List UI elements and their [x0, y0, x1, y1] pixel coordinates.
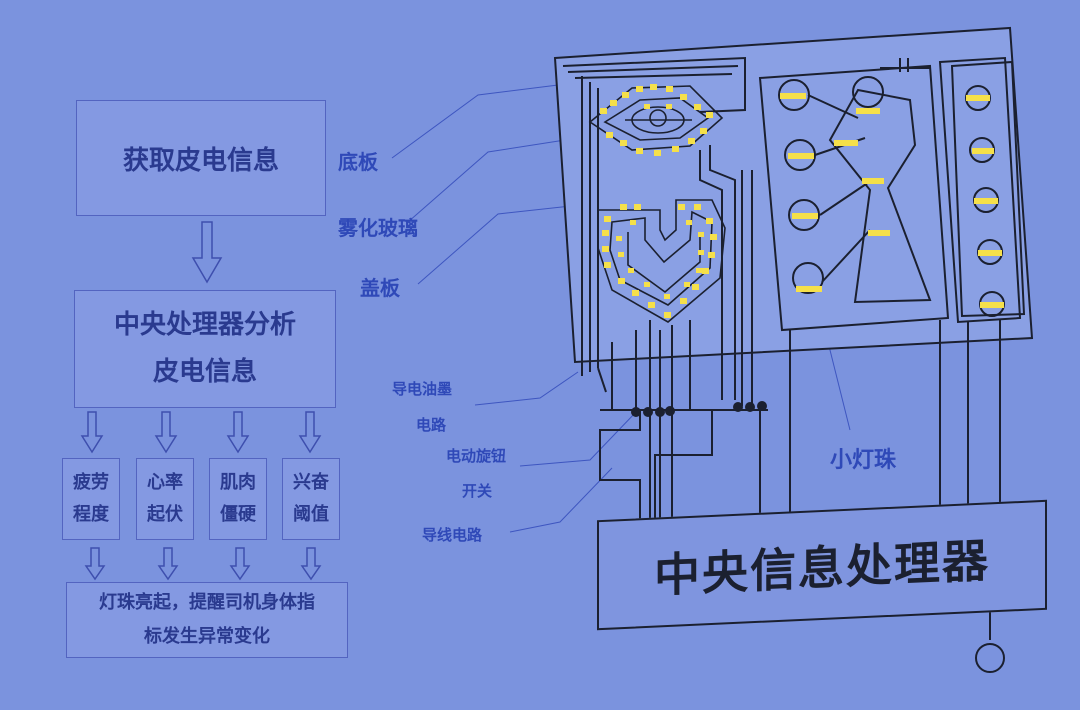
- indicator-fatigue-line1: 疲劳: [73, 471, 109, 493]
- arrow-step1-step2: [191, 221, 223, 284]
- indicator-excitement: 兴奋 阈值: [282, 458, 340, 540]
- device-panel: [553, 26, 1034, 673]
- label-base-plate: 底板: [338, 150, 378, 174]
- flow-step-analyze-line2: 皮电信息: [152, 357, 257, 387]
- indicator-muscle: 肌肉 僵硬: [209, 458, 267, 540]
- arrow-to-result-4: [300, 547, 322, 581]
- label-rotary-knob: 电动旋钮: [446, 447, 507, 465]
- label-circuit: 电路: [416, 416, 447, 434]
- leader-lines: [391, 84, 851, 533]
- label-frosted-glass: 雾化玻璃: [338, 216, 418, 240]
- label-conductive-ink: 导电油墨: [392, 380, 453, 398]
- panel-outline: [553, 26, 1034, 364]
- label-cover-plate: 盖板: [360, 276, 400, 300]
- label-small-bead: 小灯珠: [830, 448, 897, 473]
- switch-dots: [631, 401, 767, 417]
- indicator-heart-rate: 心率 起伏: [136, 458, 194, 540]
- indicator-excitement-line1: 兴奋: [293, 471, 329, 493]
- flow-arrows: [80, 221, 322, 581]
- indicator-fatigue: 疲劳 程度: [62, 458, 120, 540]
- indicator-heart-rate-line2: 起伏: [147, 504, 183, 525]
- indicator-muscle-line1: 肌肉: [220, 471, 256, 493]
- flow-step-analyze-line1: 中央处理器分析: [113, 310, 296, 341]
- flow-step-analyze: 中央处理器分析 皮电信息: [74, 290, 336, 408]
- indicator-fatigue-line2: 程度: [73, 504, 109, 525]
- flow-result: 灯珠亮起，提醒司机身体指 标发生异常变化: [66, 582, 348, 658]
- arrow-to-indicator-1: [80, 411, 104, 454]
- label-switch: 开关: [462, 482, 493, 500]
- arrow-to-indicator-4: [298, 411, 322, 454]
- arrow-to-result-3: [229, 547, 251, 581]
- yellow-beads: [600, 84, 1004, 318]
- indicator-heart-rate-line1: 心率: [147, 471, 183, 493]
- arrow-to-indicator-3: [226, 411, 250, 454]
- indicator-excitement-line2: 阈值: [293, 504, 329, 525]
- cpu-box: 中央信息处理器: [597, 499, 1047, 631]
- cpu-label: 中央信息处理器: [654, 533, 990, 603]
- arrow-to-indicator-2: [154, 411, 178, 454]
- indicator-muscle-line2: 僵硬: [220, 504, 256, 525]
- flow-result-line1: 灯珠亮起，提醒司机身体指: [99, 591, 315, 613]
- label-wire-circuit: 导线电路: [422, 526, 483, 544]
- arrow-to-result-2: [157, 547, 179, 581]
- arrow-to-result-1: [84, 547, 106, 581]
- flow-step-acquire: 获取皮电信息: [76, 100, 326, 216]
- flow-result-line2: 标发生异常变化: [144, 626, 270, 647]
- flow-step-acquire-text: 获取皮电信息: [122, 145, 279, 176]
